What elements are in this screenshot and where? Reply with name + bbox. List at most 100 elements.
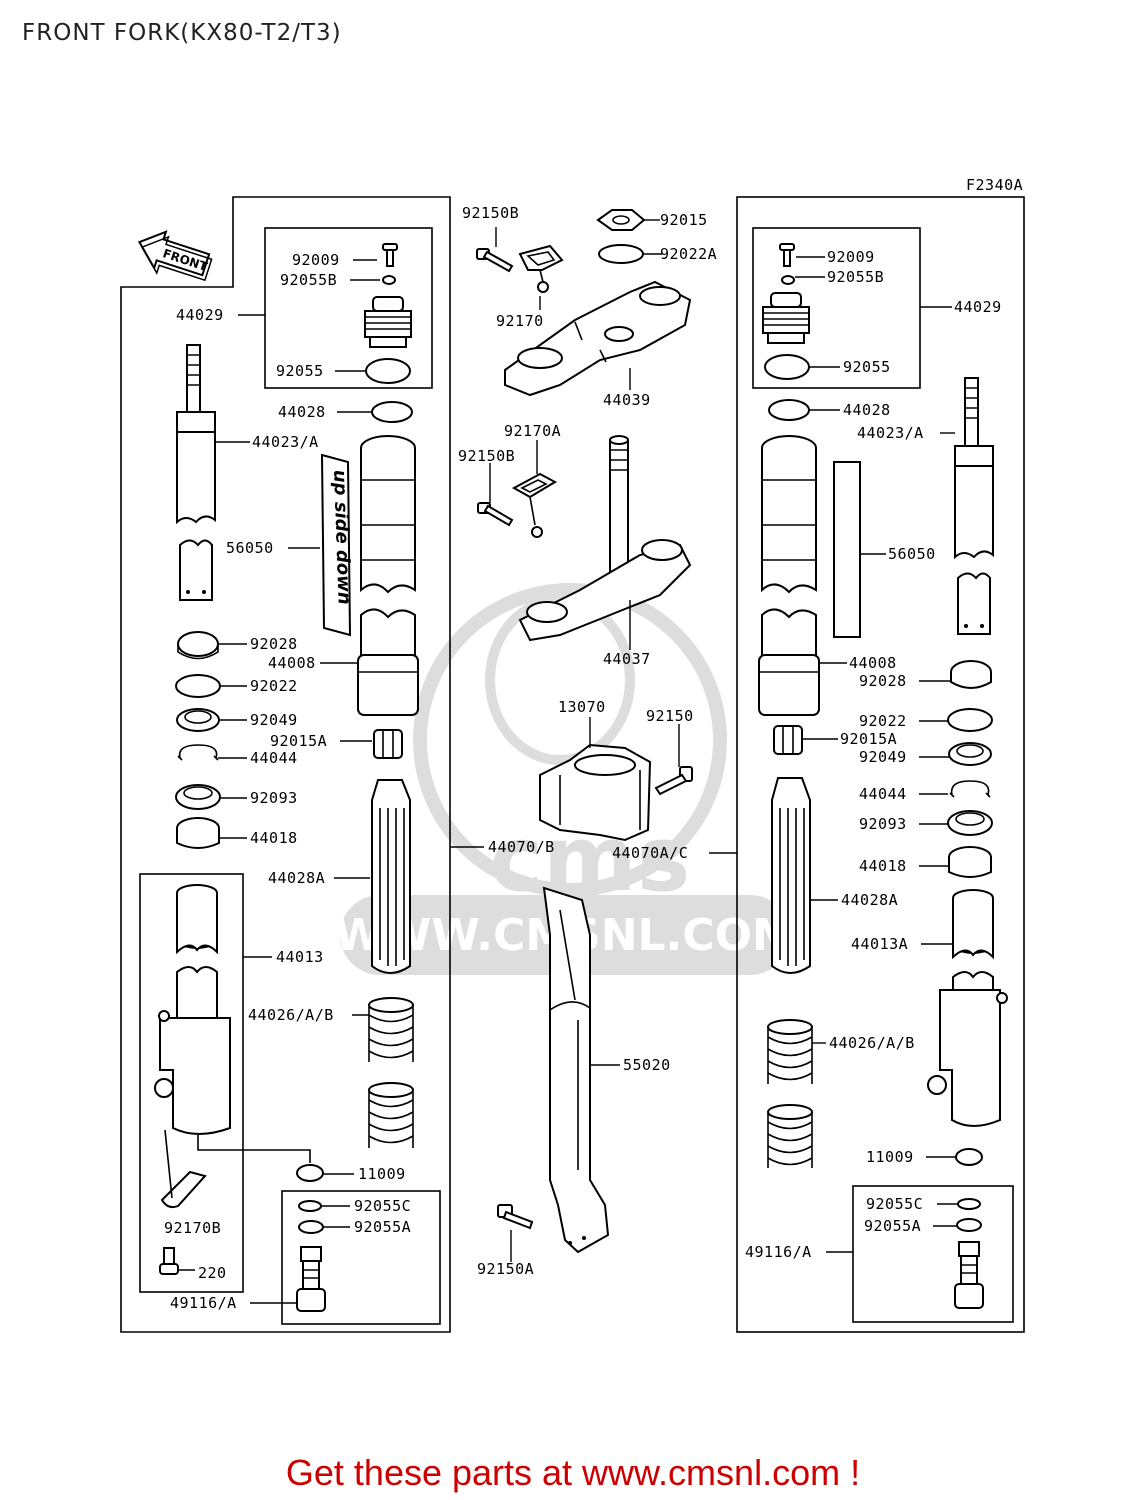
callout-l-44029: 44029 [176,306,224,324]
oring-92055b-icon [382,275,396,285]
washer-11009-icon [296,1164,324,1182]
callout-l-44028: 44028 [278,403,326,421]
callout-c-13070: 13070 [558,698,606,716]
right-callouts: 92009 92055B 44029 92055 44028 44023/A 5… [745,248,1002,1261]
center-assembly [476,209,693,1254]
bolt-92150b-top-icon [476,248,514,273]
seal-44028-icon [371,401,413,423]
cmsnl-footer-link[interactable]: Get these parts at www.cmsnl.com ! [285,1452,861,1493]
callout-l-92015a: 92015A [270,732,327,750]
spring-44026-right-icon [767,1019,813,1168]
outer-tube-44008-right-icon [758,435,820,716]
bracket-92170b-icon [160,1129,207,1209]
spring-44026-icon [368,997,414,1148]
seal-92049-right-icon [948,742,992,766]
right-leader-lines [795,256,958,1253]
callout-l-44070b: 44070/B [488,838,555,856]
front-arrow-icon: FRONT [137,230,213,282]
left-leader-lines [178,259,484,1304]
callout-l-44028a: 44028A [268,869,325,887]
callout-r-44028a: 44028A [841,891,898,909]
center-callouts: 92150B 92015 92022A 92170 44039 92170A 9… [458,204,717,1278]
callout-r-11009: 11009 [866,1148,914,1166]
nut-92015a-icon [373,729,403,759]
callout-l-92055: 92055 [276,362,324,380]
callout-r-44023a: 44023/A [857,424,924,442]
callout-c-55020: 55020 [623,1056,671,1074]
washer-11009-right-icon [955,1148,983,1166]
callout-l-92093: 92093 [250,789,298,807]
bolt-220-icon [159,1247,179,1275]
callout-c-44039: 44039 [603,391,651,409]
clamp-92170-icon [518,244,564,293]
oring-92055a-right-icon [956,1218,982,1232]
right-fork-assembly [736,196,1025,1333]
bolt-92009-icon [382,243,398,267]
diagram-code: F2340A [966,176,1023,194]
callout-l-44008: 44008 [268,654,316,672]
callout-c-92170: 92170 [496,312,544,330]
washer-92022-right-icon [947,708,993,732]
sticker-text: up side down [329,469,355,605]
callout-r-49116a: 49116/A [745,1243,812,1261]
dust-seal-92093-icon [175,784,221,810]
fork-cap-44029-icon [364,296,412,348]
washer-92022a-icon [598,244,644,264]
callout-r-92093: 92093 [859,815,907,833]
callout-r-92055a: 92055A [864,1217,921,1235]
nut-92015-icon [596,209,646,231]
left-fork-assembly: up side down [120,196,451,1333]
callout-l-56050: 56050 [226,539,274,557]
stem-clamp-44037-icon [518,435,692,642]
bolt-92150-icon [654,766,693,796]
callout-l-92049: 92049 [250,711,298,729]
callout-c-92150: 92150 [646,707,694,725]
page-title: FRONT FORK(KX80-T2/T3) [22,20,342,46]
inner-tube-44013-right-icon [927,889,1008,1127]
callout-r-92022: 92022 [859,712,907,730]
center-leader-lines [489,219,737,1262]
callout-l-92022: 92022 [250,677,298,695]
bolt-92150b-mid-icon [477,502,514,527]
callout-r-92028: 92028 [859,672,907,690]
callout-l-44018: 44018 [250,829,298,847]
circlip-44044-right-icon [949,780,991,798]
bushing-44018-right-icon [948,846,992,878]
callout-c-92150b-2: 92150B [458,447,515,465]
oring-92055c-icon [298,1200,322,1212]
callout-l-11009: 11009 [358,1165,406,1183]
valve-49116-right-icon [954,1241,984,1309]
fork-guard-55020-icon [542,886,610,1254]
bolt-92150a-icon [497,1204,534,1230]
stem-base-13070-icon [539,743,652,842]
upper-clamp-44039-icon [504,280,692,397]
valve-49116-icon [296,1246,326,1312]
callout-r-92055: 92055 [843,358,891,376]
nut-92015a-right-icon [773,725,803,755]
damper-rod-44023-right-icon [954,377,994,635]
callout-r-44028: 44028 [843,401,891,419]
seal-92049-icon [176,708,220,732]
circlip-44044-icon [177,744,219,761]
callout-l-92055a: 92055A [354,1218,411,1236]
bushing-92028-icon [177,631,219,660]
callout-c-92150a: 92150A [477,1260,534,1278]
callout-c-92150b-1: 92150B [462,204,519,222]
damper-rod-44023-icon [176,344,216,601]
callout-r-92015a: 92015A [840,730,897,748]
callout-r-44029: 44029 [954,298,1002,316]
sticker-56050-icon: up side down [320,453,355,637]
left-callouts: 92009 92055B 44029 92055 44028 44023/A 5… [164,251,555,1312]
callout-l-92055b: 92055B [280,271,337,289]
callout-r-44026ab: 44026/A/B [829,1034,915,1052]
callout-r-92055c: 92055C [866,1195,923,1213]
callout-l-220: 220 [198,1264,227,1282]
callout-l-44023a: 44023/A [252,433,319,451]
callout-c-44070ac: 44070A/C [612,844,688,862]
oring-92055c-right-icon [957,1198,981,1210]
dust-seal-92093-right-icon [947,810,993,836]
callout-r-56050: 56050 [888,545,936,563]
callout-r-92055b: 92055B [827,268,884,286]
callout-l-92170b: 92170B [164,1219,221,1237]
spring-guide-44028a-right-icon [771,777,811,974]
